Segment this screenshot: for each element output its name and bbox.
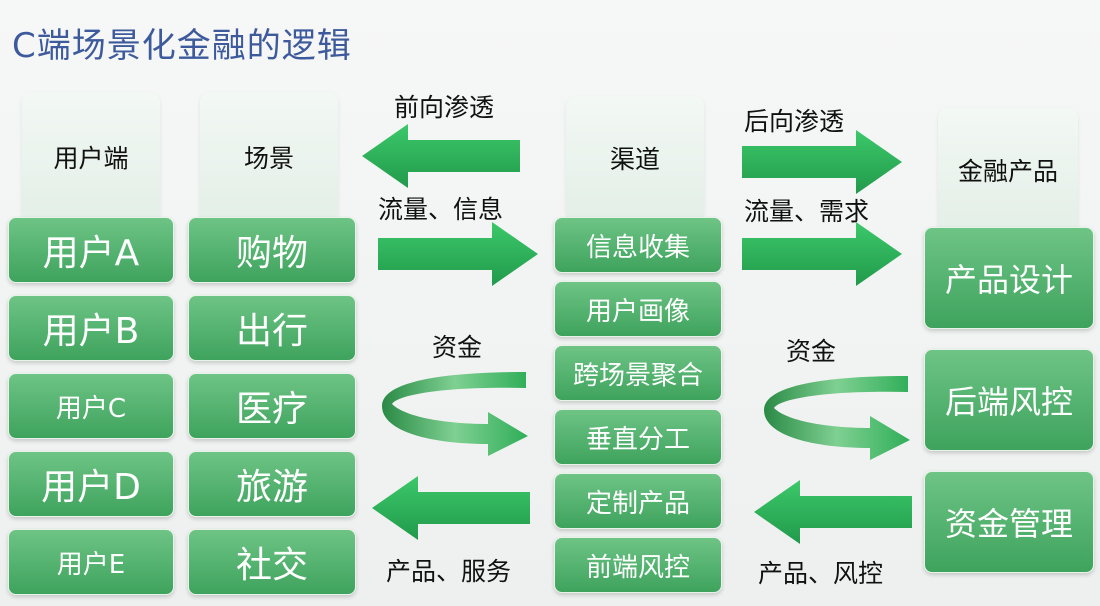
channel-box-front-risk: 前端风控 <box>554 537 722 593</box>
scene-box-label: 出行 <box>235 311 308 352</box>
arrow-right-traffic-info <box>378 222 538 286</box>
arrow-left-forward-penetration <box>362 124 520 188</box>
header-channel: 渠道 <box>566 96 704 220</box>
user-box-label: 用户B <box>42 311 140 352</box>
channel-box-vertical: 垂直分工 <box>554 409 722 465</box>
scene-box-shopping: 购物 <box>188 217 356 283</box>
scene-box-label: 医疗 <box>235 389 308 430</box>
scene-box-tourism: 旅游 <box>188 451 356 517</box>
header-finance-label: 金融产品 <box>957 157 1058 186</box>
finance-box-capital: 资金管理 <box>924 471 1094 573</box>
label-traffic-demand: 流量、需求 <box>744 197 870 226</box>
channel-box-label: 跨场景聚合 <box>572 360 703 391</box>
channel-box-label: 定制产品 <box>585 488 690 519</box>
header-user-label: 用户端 <box>53 144 129 173</box>
channel-box-label: 用户画像 <box>585 296 690 327</box>
scene-box-medical: 医疗 <box>188 373 356 439</box>
header-user: 用户端 <box>22 92 160 222</box>
header-scene-label: 场景 <box>243 144 294 173</box>
label-capital-right: 资金 <box>786 337 837 366</box>
label-forward-penetration: 前向渗透 <box>394 93 495 122</box>
scene-box-label: 社交 <box>235 545 308 586</box>
arrow-right-traffic-demand <box>742 222 902 286</box>
user-box-c: 用户C <box>8 373 174 439</box>
user-box-e: 用户E <box>8 529 174 595</box>
arrow-right-backward-penetration <box>742 130 902 194</box>
channel-box-user-profile: 用户画像 <box>554 281 722 337</box>
arrow-curved-capital-right <box>764 376 910 460</box>
channel-box-label: 垂直分工 <box>585 424 690 455</box>
channel-box-label: 信息收集 <box>585 232 690 263</box>
header-scene: 场景 <box>200 92 338 222</box>
user-box-label: 用户E <box>56 549 126 580</box>
header-channel-label: 渠道 <box>609 145 660 174</box>
user-box-label: 用户C <box>55 393 127 424</box>
finance-box-backend-risk: 后端风控 <box>924 349 1094 451</box>
label-traffic-info: 流量、信息 <box>378 195 504 224</box>
header-finance: 金融产品 <box>938 108 1078 232</box>
label-product-service: 产品、服务 <box>386 557 512 586</box>
channel-box-label: 前端风控 <box>585 552 690 583</box>
user-box-b: 用户B <box>8 295 174 361</box>
finance-box-label: 后端风控 <box>944 383 1073 421</box>
arrow-curved-capital-left <box>382 372 528 456</box>
scene-box-social: 社交 <box>188 529 356 595</box>
label-backward-penetration: 后向渗透 <box>744 107 845 136</box>
user-box-label: 用户D <box>41 467 141 508</box>
finance-box-label: 资金管理 <box>944 505 1073 543</box>
scene-box-label: 购物 <box>235 233 308 274</box>
label-product-risk: 产品、风控 <box>758 559 884 588</box>
user-box-d: 用户D <box>8 451 174 517</box>
channel-box-cross-scene: 跨场景聚合 <box>554 345 722 401</box>
arrow-left-product-risk <box>754 480 912 544</box>
finance-box-design: 产品设计 <box>924 227 1094 329</box>
channel-box-info-collect: 信息收集 <box>554 217 722 273</box>
scene-box-travel: 出行 <box>188 295 356 361</box>
page-title: C端场景化金融的逻辑 <box>12 26 352 66</box>
label-capital-left: 资金 <box>432 333 483 362</box>
scene-box-label: 旅游 <box>235 467 308 508</box>
user-box-label: 用户A <box>42 233 140 274</box>
user-box-a: 用户A <box>8 217 174 283</box>
arrow-left-product-service <box>372 476 530 540</box>
finance-box-label: 产品设计 <box>944 261 1073 299</box>
channel-box-custom-product: 定制产品 <box>554 473 722 529</box>
